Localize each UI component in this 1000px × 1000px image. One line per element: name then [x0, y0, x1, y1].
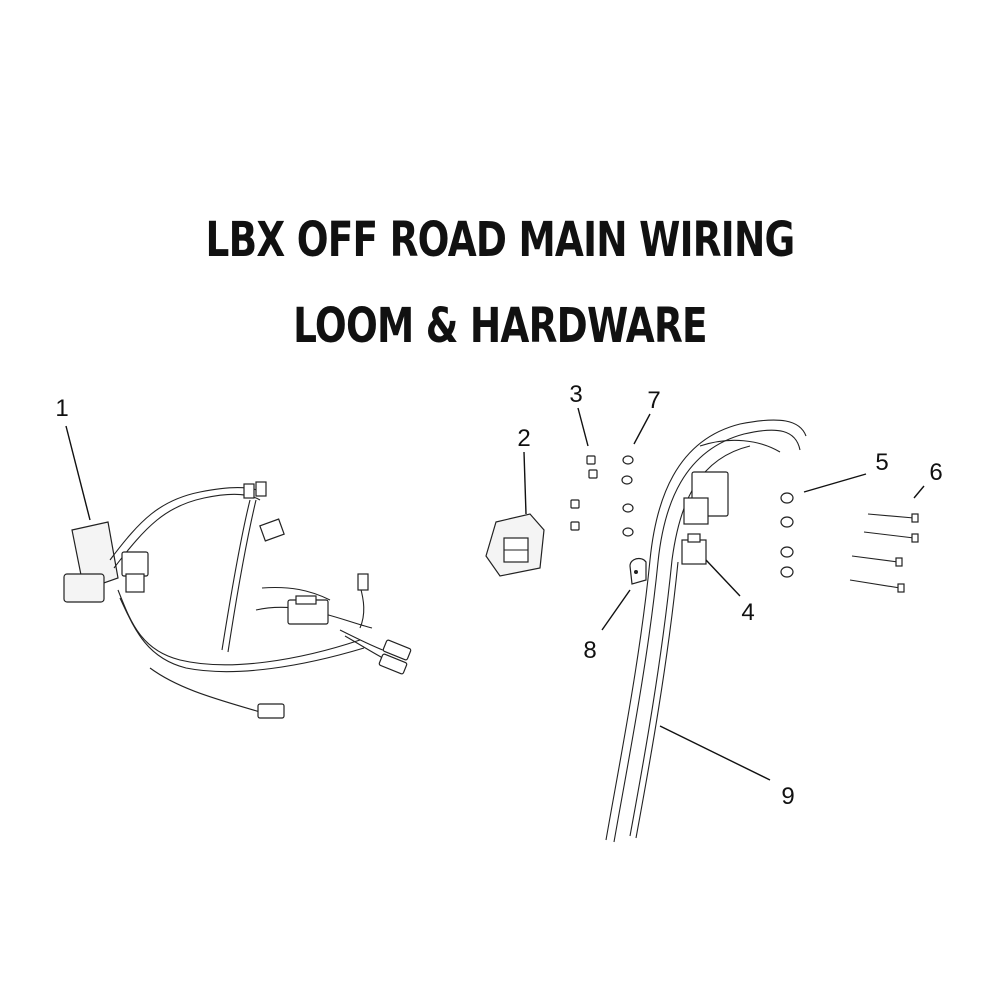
callout-8: 8 [583, 637, 596, 664]
leader-line-5 [803, 473, 867, 493]
leader-line-4 [705, 559, 741, 597]
leader-line-7 [633, 413, 651, 445]
leader-line-3 [577, 407, 589, 447]
leader-line-9 [659, 725, 771, 781]
part-7-washers [621, 455, 634, 537]
part-8-clip [629, 557, 647, 585]
callout-1: 1 [55, 395, 68, 422]
diagram-title-line-2: LOOM & HARDWARE [293, 298, 707, 354]
leader-line-1 [65, 425, 91, 521]
part-4-relay-block [681, 471, 729, 565]
part-6-bolts [849, 513, 919, 593]
part-5-grommets [780, 492, 794, 578]
leader-line-8 [601, 589, 631, 631]
callout-7: 7 [647, 387, 660, 414]
part-2-mounting-box [485, 513, 545, 577]
leader-line-6 [913, 485, 925, 499]
part-9-cable [605, 419, 807, 843]
callout-4: 4 [741, 599, 754, 626]
diagram-title-line-1: LBX OFF ROAD MAIN WIRING [205, 212, 796, 268]
part-1-main-wiring-loom [63, 481, 412, 719]
callout-3: 3 [569, 381, 582, 408]
callout-2: 2 [517, 425, 530, 452]
callout-6: 6 [929, 459, 942, 486]
part-3-nuts [570, 455, 598, 531]
callout-5: 5 [875, 449, 888, 476]
leader-line-2 [523, 451, 527, 515]
callout-9: 9 [781, 783, 794, 810]
